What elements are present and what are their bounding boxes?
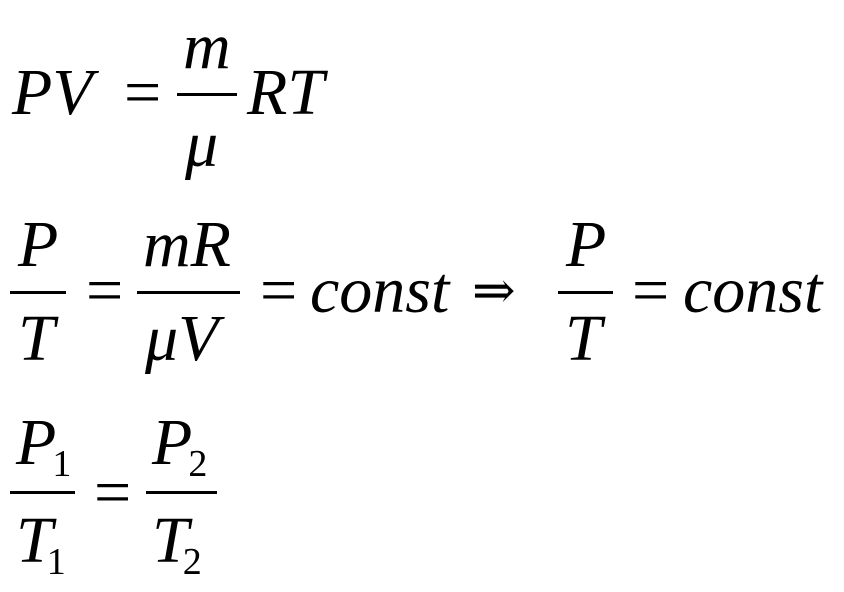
eq3-frac1-numerator-subscript: 1	[52, 443, 72, 485]
eq3-frac1-bar	[10, 491, 75, 494]
eq3-frac2-numerator-subscript: 2	[188, 443, 208, 485]
eq2-frac1-denominator: T	[18, 302, 55, 375]
eq1-numerator: m	[183, 10, 231, 83]
eq1-equals: =	[124, 56, 162, 129]
eq2-frac2-bar	[137, 291, 240, 294]
eq1-fraction-bar	[177, 93, 237, 96]
eq3-frac1-denominator-subscript: 1	[46, 541, 66, 583]
eq3-frac1-numerator-base: P	[16, 406, 57, 479]
eq2-const-1: const	[310, 254, 450, 327]
eq2-frac3-bar	[558, 291, 613, 294]
eq2-frac1-numerator: P	[18, 208, 59, 281]
eq2-const-2: const	[683, 254, 823, 327]
eq3-equals: =	[94, 456, 132, 529]
eq1-lhs: PV	[12, 56, 93, 129]
eq3-frac2-denominator-base: T	[152, 504, 189, 577]
eq2-frac2-numerator: mR	[143, 208, 231, 281]
eq3-frac2-numerator: P2	[152, 410, 211, 484]
eq3-frac1-denominator-base: T	[16, 504, 53, 577]
eq1-denominator: μ	[185, 108, 219, 181]
equation-isochoric: P T = mR μV = const ⇒ P T = const	[0, 200, 844, 380]
eq2-frac3-numerator: P	[566, 208, 607, 281]
eq3-frac2-denominator-subscript: 2	[182, 541, 202, 583]
eq2-frac1-bar	[10, 291, 66, 294]
equation-ratio: P1 T1 = P2 T2	[0, 402, 844, 582]
eq3-frac1-numerator: P1	[16, 410, 75, 484]
eq3-frac2-bar	[146, 491, 217, 494]
eq3-frac2-numerator-base: P	[152, 406, 193, 479]
eq2-equals-2: =	[260, 254, 298, 327]
eq2-implies: ⇒	[472, 263, 516, 320]
eq2-frac3-denominator: T	[565, 302, 602, 375]
eq1-rhs: RT	[247, 56, 325, 129]
eq2-equals-3: =	[632, 254, 670, 327]
eq3-frac2-denominator: T2	[152, 508, 208, 582]
eq3-frac1-denominator: T1	[16, 508, 72, 582]
equation-ideal-gas: PV = m μ RT	[0, 0, 844, 180]
eq2-equals-1: =	[86, 254, 124, 327]
eq2-frac2-denominator: μV	[145, 302, 219, 375]
